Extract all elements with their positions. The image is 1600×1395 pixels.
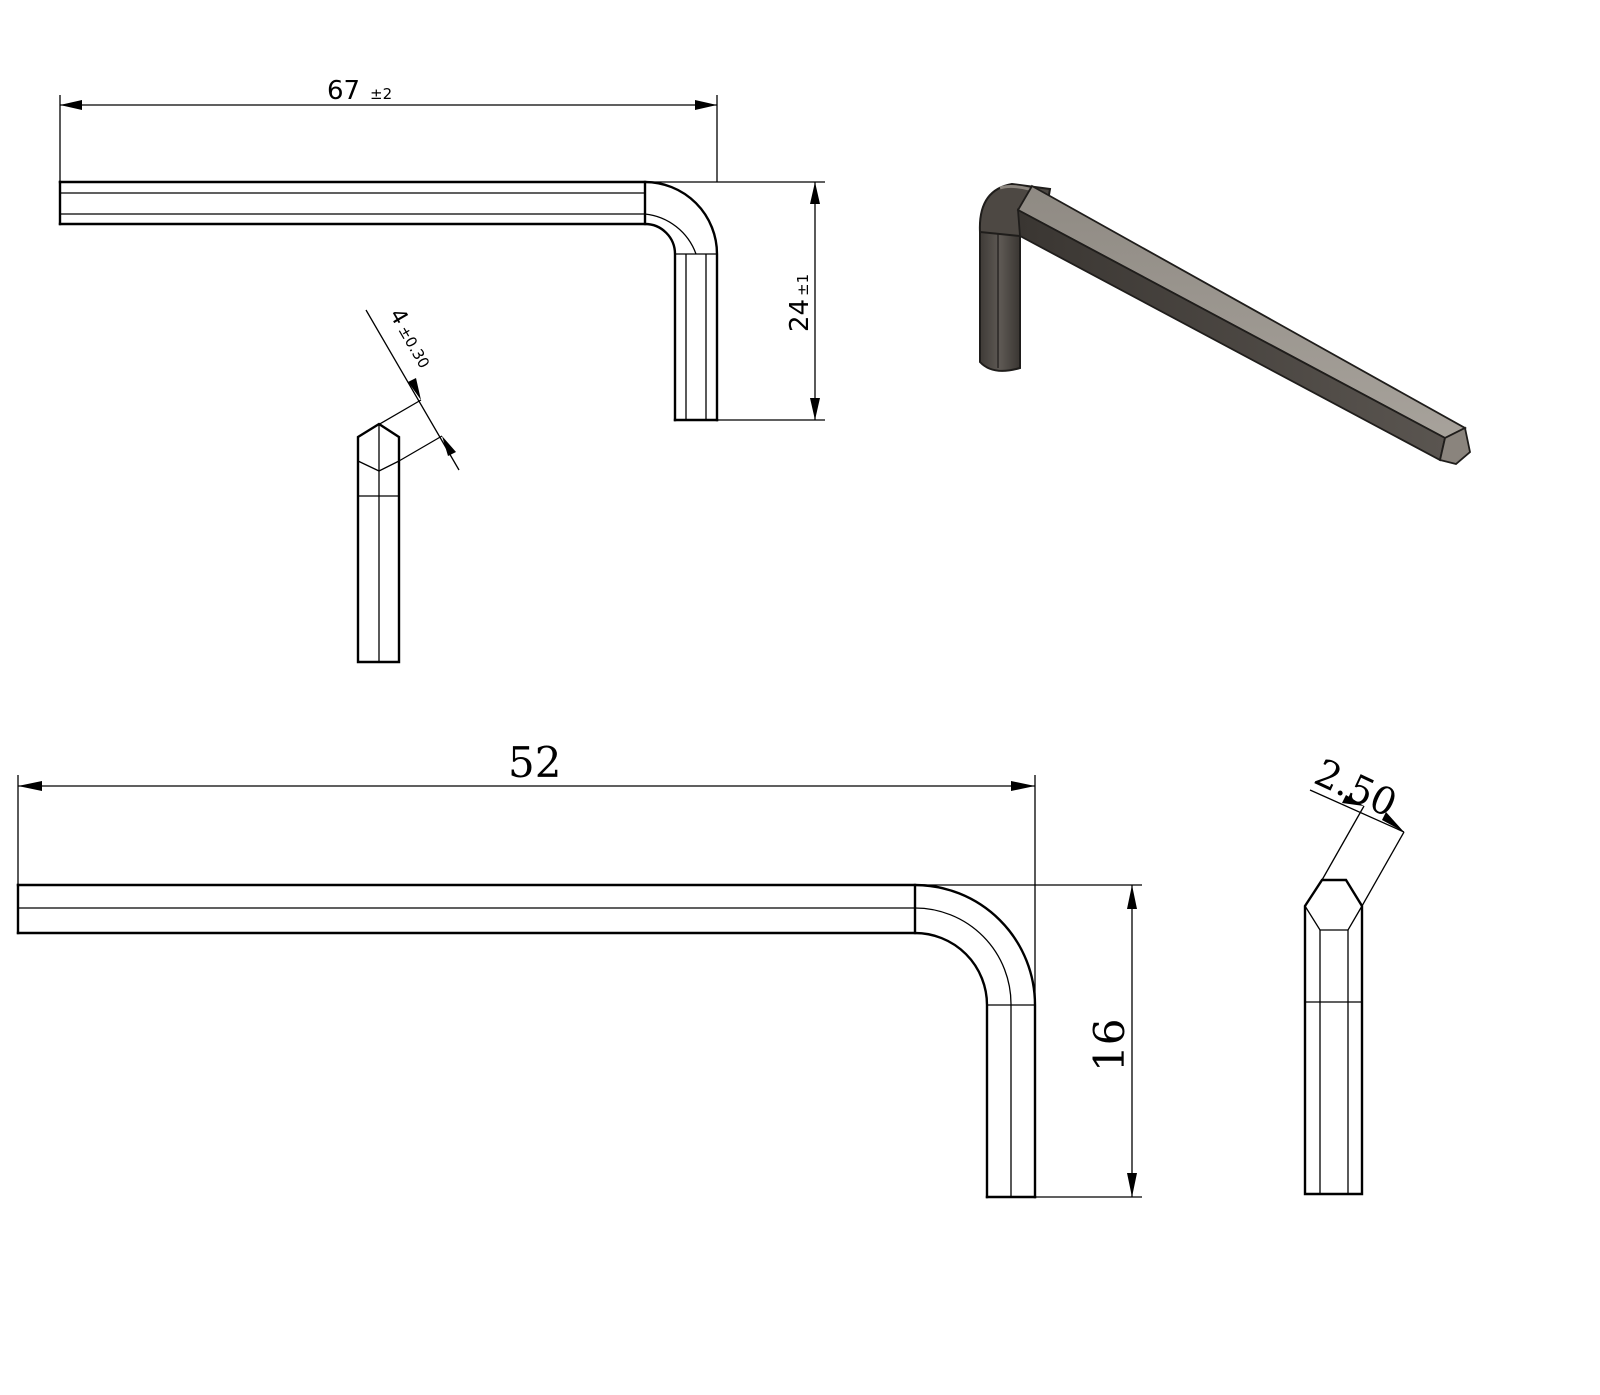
top-end-dimension: 4 ±0.30 <box>365 305 460 471</box>
top-length-dimension: 67 ±2 <box>59 76 718 182</box>
top-height-dimension: 24 ±1 <box>645 181 825 421</box>
top-height-tolerance: ±1 <box>794 274 812 296</box>
top-end-outline <box>356 422 401 664</box>
bottom-length-dimension: 52 <box>17 738 1036 1005</box>
top-length-value: 67 <box>327 76 360 106</box>
top-key-outline <box>58 180 719 422</box>
top-length-tolerance: ±2 <box>370 85 392 103</box>
top-end-view: 4 ±0.30 <box>356 305 460 664</box>
bottom-key-outline <box>16 883 1037 1199</box>
bottom-length-value: 52 <box>508 738 561 787</box>
hex-key-3d-render <box>978 182 1471 465</box>
top-height-value: 24 <box>785 299 815 332</box>
bottom-end-view: 2.50 <box>1303 750 1405 1196</box>
bottom-end-size-value: 2.50 <box>1308 750 1403 826</box>
top-end-size-tolerance: ±0.30 <box>395 323 434 372</box>
bottom-height-value: 16 <box>1085 1019 1134 1072</box>
bottom-end-outline <box>1303 878 1364 1196</box>
bottom-height-dimension: 16 <box>915 884 1142 1198</box>
bottom-end-dimension: 2.50 <box>1308 750 1405 907</box>
top-front-view: 67 ±2 24 ±1 <box>58 76 825 422</box>
bottom-front-view: 52 16 <box>16 738 1142 1199</box>
